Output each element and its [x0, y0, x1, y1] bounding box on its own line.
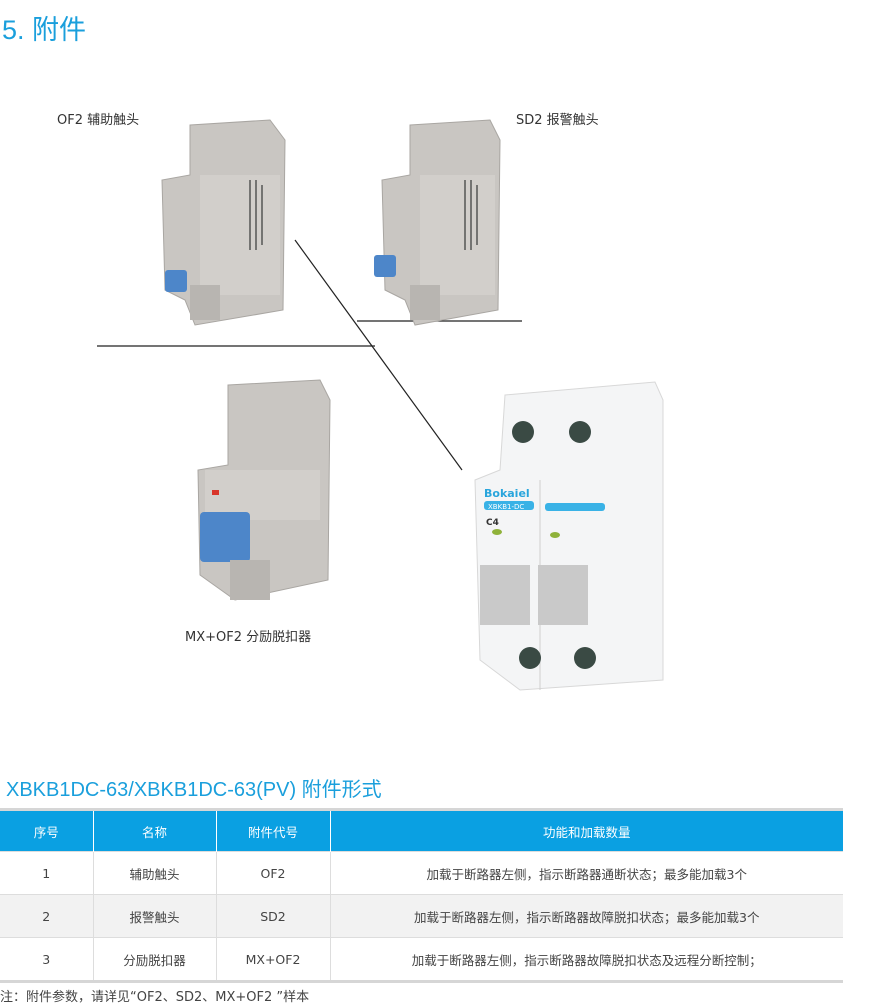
breaker-rating: C4 — [486, 518, 499, 528]
table-header-row: 序号 名称 附件代号 功能和加载数量 — [0, 809, 843, 852]
accessory-diagram: Bokaiel XBKB1-DC C4 — [97, 119, 664, 691]
circuit-breaker-image: Bokaiel XBKB1-DC C4 — [474, 381, 664, 691]
mx-of2-device-image — [197, 379, 331, 601]
footnote: 注：附件参数，请详见“OF2、SD2、MX+OF2 ”样本 — [0, 990, 310, 1005]
cell-index: 2 — [0, 894, 94, 938]
breaker-brand: Bokaiel — [484, 487, 530, 500]
cell-name: 分励脱扣器 — [93, 937, 217, 982]
of2-device-image — [161, 119, 286, 326]
breaker-model: XBKB1-DC — [488, 503, 524, 511]
cell-code: SD2 — [216, 894, 331, 938]
cell-code: OF2 — [216, 851, 331, 895]
cell-name: 报警触头 — [93, 894, 217, 938]
of2-label: OF2 辅助触头 — [57, 113, 140, 128]
mx-of2-label: MX+OF2 分励脱扣器 — [185, 630, 312, 645]
cell-name: 辅助触头 — [93, 851, 217, 895]
section-title: 5. 附件 — [2, 15, 87, 45]
table-row: 2 报警触头 SD2 加载于断路器左侧，指示断路器故障脱扣状态；最多能加载3个 — [0, 894, 843, 938]
accessory-table: 序号 名称 附件代号 功能和加载数量 1 辅助触头 OF2 加载于断路器左侧，指… — [0, 808, 843, 983]
cell-function: 加载于断路器左侧，指示断路器故障脱扣状态；最多能加载3个 — [330, 894, 843, 938]
header-function: 功能和加载数量 — [330, 809, 843, 852]
sd2-device-image — [374, 119, 501, 326]
cell-function: 加载于断路器左侧，指示断路器故障脱扣状态及远程分断控制； — [330, 937, 843, 982]
header-name: 名称 — [93, 809, 217, 852]
table-row: 3 分励脱扣器 MX+OF2 加载于断路器左侧，指示断路器故障脱扣状态及远程分断… — [0, 937, 843, 982]
cell-index: 3 — [0, 937, 94, 982]
cell-code: MX+OF2 — [216, 937, 331, 982]
cell-index: 1 — [0, 851, 94, 895]
header-code: 附件代号 — [216, 809, 331, 852]
header-index: 序号 — [0, 809, 94, 852]
cell-function: 加载于断路器左侧，指示断路器通断状态；最多能加载3个 — [330, 851, 843, 895]
table-row: 1 辅助触头 OF2 加载于断路器左侧，指示断路器通断状态；最多能加载3个 — [0, 851, 843, 895]
table-title: XBKB1DC-63/XBKB1DC-63(PV) 附件形式 — [6, 779, 382, 801]
sd2-label: SD2 报警触头 — [516, 113, 599, 128]
